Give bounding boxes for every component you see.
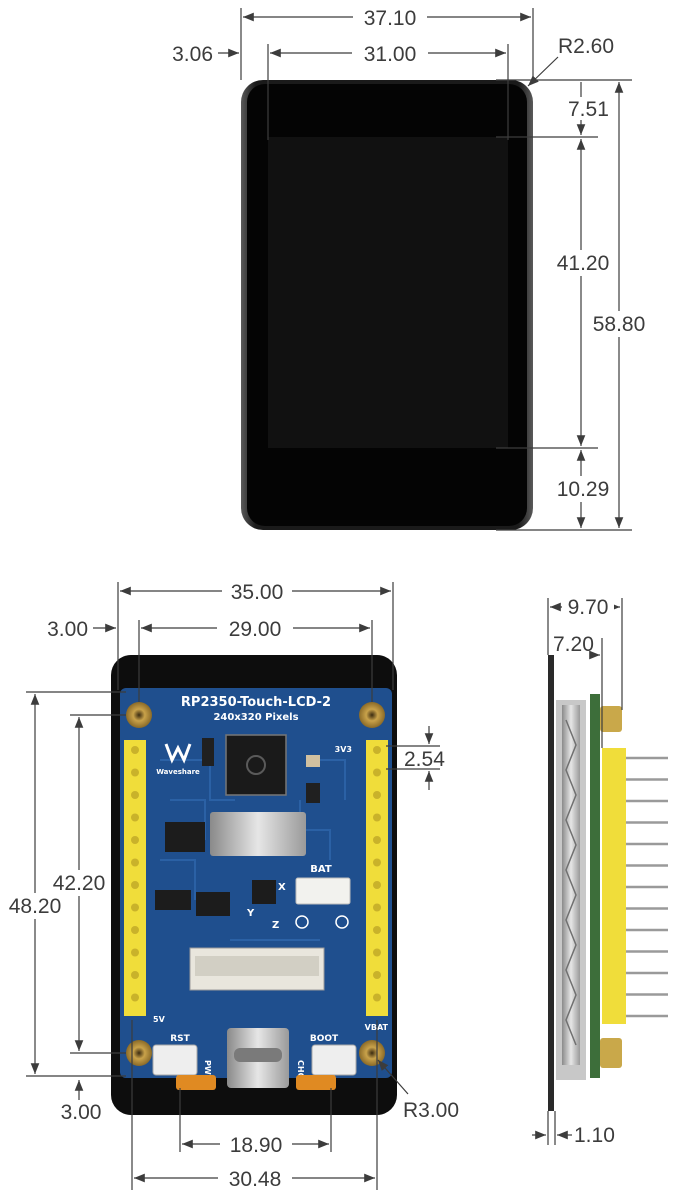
- dim-front-overall-height: 58.80: [593, 313, 646, 336]
- waveshare-logo: Waveshare: [156, 743, 200, 776]
- back-view: RP2350-Touch-LCD-2 240x320 Pixels Wavesh…: [111, 655, 397, 1115]
- brand-text: Waveshare: [156, 768, 200, 776]
- back-dimensions: 35.00 29.00 3.00 48.20 42.20 3.00 2.54 R…: [4, 580, 459, 1191]
- right-header-pin: [373, 881, 381, 889]
- left-header-pin: [131, 746, 139, 754]
- front-active-area: [268, 137, 508, 448]
- dim-back-pin-pitch: 2.54: [404, 748, 445, 771]
- left-pin-header: [124, 740, 146, 1016]
- dim-back-header-spacing: 30.48: [229, 1168, 282, 1191]
- left-header-pin: [131, 858, 139, 867]
- reset-button[interactable]: [152, 1044, 198, 1076]
- right-pin-header: [366, 740, 388, 1016]
- battery-plus-icon: [335, 915, 349, 929]
- side-view: [548, 655, 668, 1111]
- right-header-pin: [373, 971, 381, 979]
- side-pcb-edge: [590, 694, 600, 1078]
- reset-label: RST: [170, 1034, 190, 1044]
- header-pins: [131, 746, 381, 1002]
- dim-back-hole-offset-y: 3.00: [61, 1101, 102, 1124]
- dim-front-corner-radius: R2.60: [558, 35, 614, 58]
- right-header-pin: [373, 813, 381, 822]
- battery-connector: [295, 877, 351, 905]
- dim-side-overall-depth: 9.70: [568, 596, 609, 619]
- axis-y-label: Y: [246, 908, 255, 919]
- mount-hole-br: [359, 1040, 385, 1066]
- dim-back-hole-offset-x: 3.00: [47, 618, 88, 641]
- dim-back-overall-height: 48.20: [9, 895, 62, 918]
- right-header-pin: [373, 791, 381, 799]
- right-header-pin: [373, 746, 381, 754]
- dim-front-bottom-margin: 10.29: [557, 478, 610, 501]
- silk-title: RP2350-Touch-LCD-2: [181, 695, 331, 710]
- left-header-pin: [131, 926, 139, 934]
- battery-minus-icon: [295, 915, 309, 929]
- left-header-pin: [131, 768, 139, 777]
- dim-back-overall-width: 35.00: [231, 581, 284, 604]
- flash-chip: [165, 822, 205, 852]
- dim-front-overall-width: 37.10: [364, 7, 417, 30]
- boot-button[interactable]: [311, 1044, 357, 1076]
- axis-z-label: Z: [272, 920, 279, 931]
- left-header-pin: [131, 836, 139, 844]
- pin-label-5v: 5V: [153, 1015, 166, 1024]
- dim-back-hole-spacing-y: 42.20: [53, 872, 106, 895]
- mcu-chip: [225, 734, 287, 796]
- right-header-pin: [373, 858, 381, 867]
- right-header-pin: [373, 993, 381, 1002]
- boot-label: BOOT: [310, 1034, 339, 1044]
- left-header-pin: [131, 903, 139, 912]
- mount-hole-tr: [359, 702, 385, 728]
- dim-back-hole-radius: R3.00: [403, 1099, 459, 1122]
- side-dimensions: 9.70 7.20 1.10: [532, 596, 623, 1147]
- mount-hole-tl: [126, 702, 152, 728]
- charge-led-label: CHG: [296, 1060, 305, 1079]
- axis-x-label: X: [278, 882, 286, 893]
- right-header-pin: [373, 768, 381, 777]
- left-header-pin: [131, 993, 139, 1002]
- left-header-pin: [131, 813, 139, 822]
- dim-side-glass-thickness: 1.10: [574, 1124, 615, 1147]
- left-header-pin: [131, 791, 139, 799]
- front-dimensions: 37.10 31.00 3.06 R2.60 7.51 41.20 10.29 …: [172, 6, 652, 531]
- side-pin-header: [602, 748, 626, 1024]
- right-header-pin: [373, 948, 381, 957]
- mount-hole-bl: [126, 1040, 152, 1066]
- left-header-pin: [131, 881, 139, 889]
- dim-front-screen-width: 31.00: [364, 43, 417, 66]
- dim-front-screen-height: 41.20: [557, 252, 610, 275]
- right-header-pin: [373, 903, 381, 912]
- imu-chip: [252, 880, 276, 904]
- left-header-pin: [131, 948, 139, 957]
- dim-back-hole-spacing-x: 29.00: [229, 618, 282, 641]
- raspberry-logo-icon: [246, 755, 266, 775]
- battery-label: BAT: [310, 864, 332, 875]
- left-header-pin: [131, 971, 139, 979]
- right-header-pin: [373, 926, 381, 934]
- power-led-label: PWR: [203, 1060, 212, 1081]
- dim-side-board-depth: 7.20: [553, 633, 594, 656]
- right-header-pin: [373, 836, 381, 844]
- silk-subtitle: 240x320 Pixels: [213, 712, 298, 723]
- dim-front-bezel-side: 3.06: [172, 43, 213, 66]
- front-view: [241, 80, 533, 530]
- side-pins: [626, 756, 668, 1018]
- pin-label-3v3: 3V3: [335, 745, 352, 754]
- dim-front-top-margin: 7.51: [568, 98, 609, 121]
- sd-card-slot: [210, 812, 306, 856]
- side-glass: [548, 655, 554, 1111]
- dim-back-button-spacing: 18.90: [230, 1134, 283, 1157]
